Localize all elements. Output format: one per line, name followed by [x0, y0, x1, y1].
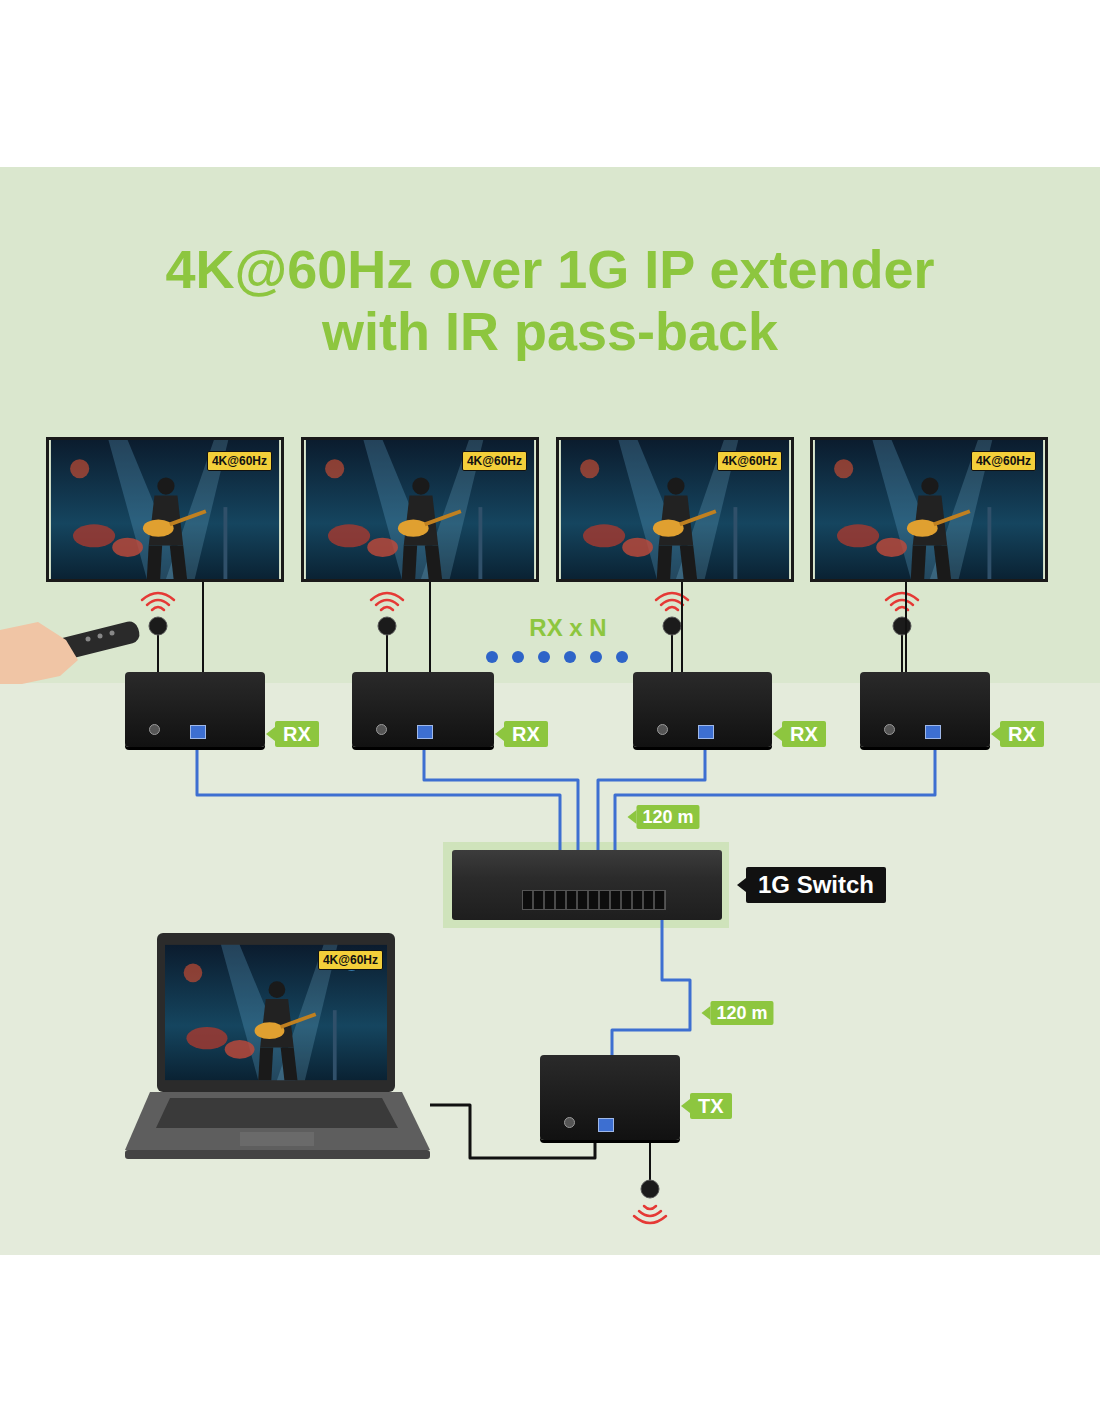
- video-cable: [905, 582, 907, 672]
- laptop-base: [125, 1092, 430, 1150]
- ethernet-port: [190, 725, 206, 739]
- network-switch: 1G Switch: [452, 850, 722, 920]
- network-cable: [197, 747, 560, 850]
- dot: [538, 651, 550, 663]
- ir-cord: [649, 1140, 651, 1180]
- switch-highlight: [443, 842, 729, 928]
- resolution-badge: 4K@60Hz: [318, 950, 383, 970]
- count-label: RX x N: [529, 614, 606, 642]
- device-tag: RX: [504, 721, 548, 747]
- hand-remote: [0, 620, 141, 684]
- remote-button: [98, 634, 103, 639]
- screen-image: [306, 440, 534, 579]
- resolution-badge: 4K@60Hz: [462, 451, 527, 471]
- screen-image: [815, 440, 1043, 579]
- dot: [512, 651, 524, 663]
- ir-head: [149, 617, 167, 635]
- device-tag: RX: [782, 721, 826, 747]
- remote-button: [86, 637, 91, 642]
- receiver-unit: RX: [352, 672, 494, 747]
- ethernet-port: [417, 725, 433, 739]
- device-tag: RX: [1000, 721, 1044, 747]
- receiver-unit: RX: [125, 672, 265, 747]
- monitor-screen: 4K@60Hz: [556, 437, 794, 582]
- ir-wave: [656, 593, 688, 610]
- remote-button: [110, 631, 115, 636]
- monitor-screen: 4K@60Hz: [810, 437, 1048, 582]
- more-dots: [486, 651, 628, 663]
- monitor-screen: 4K@60Hz: [46, 437, 284, 582]
- receiver-unit: RX: [860, 672, 990, 747]
- transmitter-unit: TX: [540, 1055, 680, 1140]
- diagram-title: 4K@60Hz over 1G IP extender with IR pass…: [120, 238, 980, 362]
- monitor-screen: 4K@60Hz: [301, 437, 539, 582]
- touchpad: [240, 1132, 314, 1146]
- ir-wave: [634, 1206, 666, 1223]
- dot: [616, 651, 628, 663]
- power-jack: [884, 724, 895, 735]
- dot: [486, 651, 498, 663]
- switch-ports: [522, 890, 666, 910]
- dot: [590, 651, 602, 663]
- ir-head: [663, 617, 681, 635]
- ir-cord: [157, 634, 159, 672]
- network-cable: [612, 920, 690, 1055]
- power-jack: [149, 724, 160, 735]
- ethernet-port: [598, 1118, 614, 1132]
- power-jack: [564, 1117, 575, 1128]
- network-cable: [424, 747, 578, 850]
- lower-ground: [0, 683, 1100, 1255]
- screen-image: [561, 440, 789, 579]
- power-jack: [376, 724, 387, 735]
- ir-cord: [386, 634, 388, 672]
- hand: [0, 622, 78, 684]
- cable-length: 120 m: [636, 805, 699, 829]
- network-cable: [615, 747, 935, 850]
- ethernet-port: [698, 725, 714, 739]
- laptop: [125, 933, 430, 1159]
- ir-cord: [901, 634, 903, 672]
- laptop-lid: [157, 933, 395, 1092]
- resolution-badge: 4K@60Hz: [717, 451, 782, 471]
- laptop: 4K@60Hz: [125, 933, 430, 1160]
- video-cable: [681, 582, 683, 672]
- ir-wave: [886, 593, 918, 610]
- ir-head: [378, 617, 396, 635]
- ir-wave: [371, 593, 403, 610]
- dot: [564, 651, 576, 663]
- upper-ground: [0, 167, 1100, 683]
- ir-wave: [142, 593, 174, 610]
- video-cable: [202, 582, 204, 672]
- receiver-unit: RX: [633, 672, 772, 747]
- screen-image: [51, 440, 279, 579]
- ethernet-port: [925, 725, 941, 739]
- video-cable: [429, 582, 431, 672]
- device-tag: 1G Switch: [746, 867, 886, 903]
- ir-head: [893, 617, 911, 635]
- keyboard: [156, 1098, 398, 1128]
- ir-cord: [671, 634, 673, 672]
- cable-length: 120 m: [710, 1001, 773, 1025]
- ir-head: [641, 1180, 659, 1198]
- resolution-badge: 4K@60Hz: [207, 451, 272, 471]
- resolution-badge: 4K@60Hz: [971, 451, 1036, 471]
- screen-image: [165, 945, 387, 1080]
- device-tag: TX: [690, 1093, 732, 1119]
- device-tag: RX: [275, 721, 319, 747]
- power-jack: [657, 724, 668, 735]
- laptop-lip: [125, 1150, 430, 1159]
